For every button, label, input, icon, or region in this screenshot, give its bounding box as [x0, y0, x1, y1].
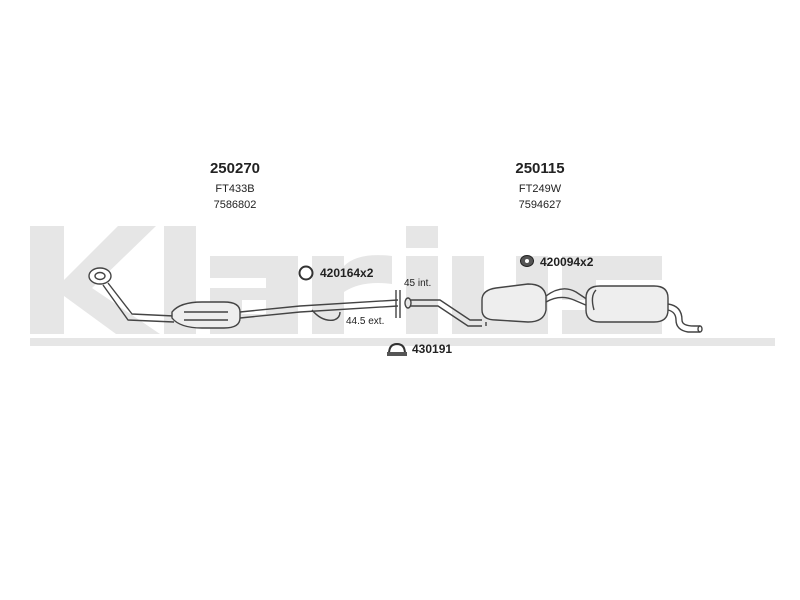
part-number: 250270	[209, 160, 261, 177]
mid-pipe-hanger	[311, 309, 341, 321]
front-pipe	[102, 282, 175, 323]
part-oe: 7586802	[213, 199, 257, 211]
dimension-external-label: 44.5 ext.	[346, 316, 385, 327]
accessory-label: 430191	[412, 342, 453, 356]
part-ref: FT433B	[215, 183, 255, 195]
rear-silencer-front-box	[481, 283, 547, 326]
part-block-front: 250270 FT433B 7586802	[190, 160, 280, 211]
clamp-icon	[387, 342, 407, 356]
rear-silencer-rear-box	[585, 285, 669, 323]
part-oe: 7594627	[518, 199, 562, 211]
front-flange	[88, 267, 112, 285]
accessory-label: 420094x2	[540, 255, 594, 269]
rubber-mount-icon	[520, 255, 534, 267]
ring-gasket-icon	[298, 265, 314, 281]
rear-pipe	[410, 299, 482, 327]
accessory-label: 420164x2	[320, 266, 374, 280]
front-silencer	[171, 301, 241, 329]
part-ref: FT249W	[518, 183, 562, 195]
tailpipe	[667, 303, 700, 333]
part-number: 250115	[515, 160, 565, 177]
mid-pipe	[239, 299, 399, 319]
pipe-joint	[395, 290, 412, 318]
part-block-rear: 250115 FT249W 7594627	[495, 160, 585, 211]
rear-link-pipe	[545, 288, 589, 307]
dimension-internal-label: 45 int.	[404, 278, 432, 289]
